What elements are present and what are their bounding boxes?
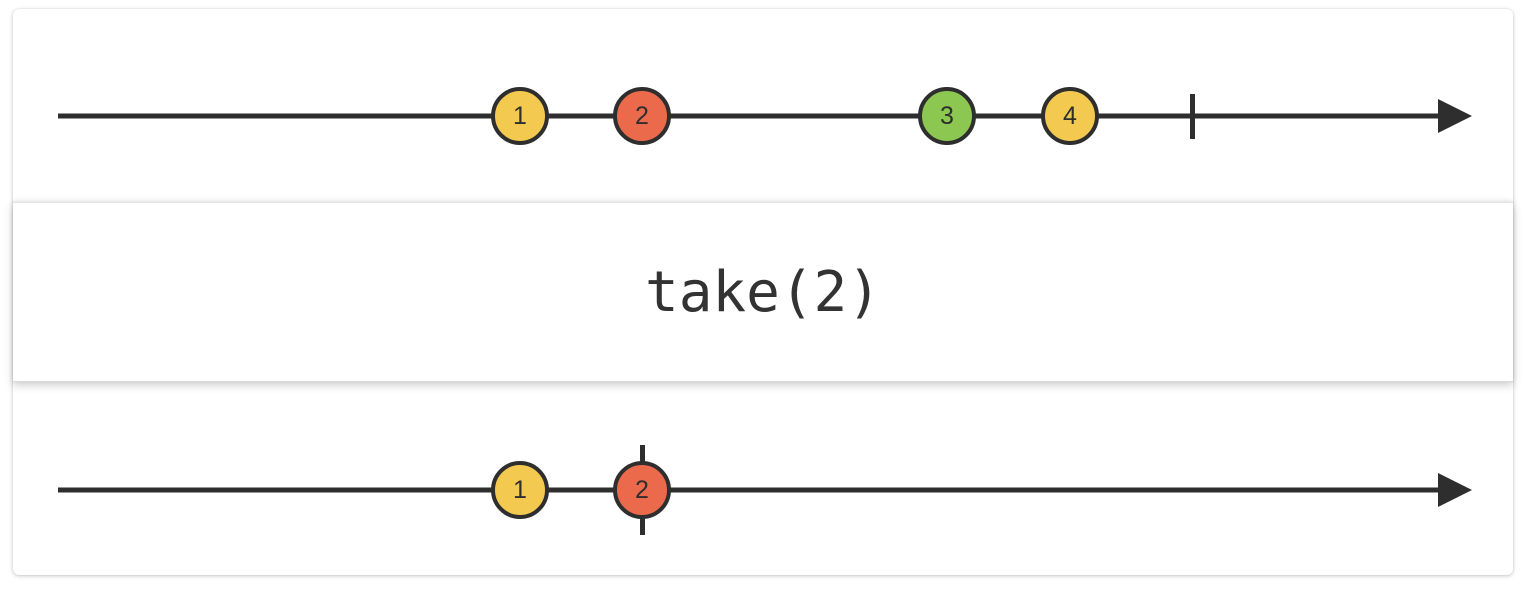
- operator-card[interactable]: take(2): [13, 202, 1513, 382]
- output-marble-1[interactable]: 1: [491, 461, 549, 519]
- operator-label: take(2): [644, 259, 881, 325]
- input-marble-1-value: 1: [513, 101, 527, 130]
- input-marble-3-value: 3: [940, 101, 954, 130]
- input-marble-4[interactable]: 4: [1041, 87, 1099, 145]
- output-timeline-axis: [58, 473, 1472, 507]
- output-marble-2[interactable]: 2: [613, 461, 671, 519]
- input-timeline: 1 2 3 4: [13, 37, 1513, 177]
- input-marble-1[interactable]: 1: [491, 87, 549, 145]
- input-marble-2[interactable]: 2: [613, 87, 671, 145]
- input-timeline-axis: [58, 99, 1472, 133]
- output-marble-2-value: 2: [635, 475, 649, 504]
- output-timeline: 1 2: [13, 411, 1513, 551]
- input-marble-4-value: 4: [1063, 101, 1077, 130]
- input-completion-marker: [1189, 93, 1195, 139]
- input-marble-2-value: 2: [635, 101, 649, 130]
- input-marble-3[interactable]: 3: [918, 87, 976, 145]
- output-marble-1-value: 1: [513, 475, 527, 504]
